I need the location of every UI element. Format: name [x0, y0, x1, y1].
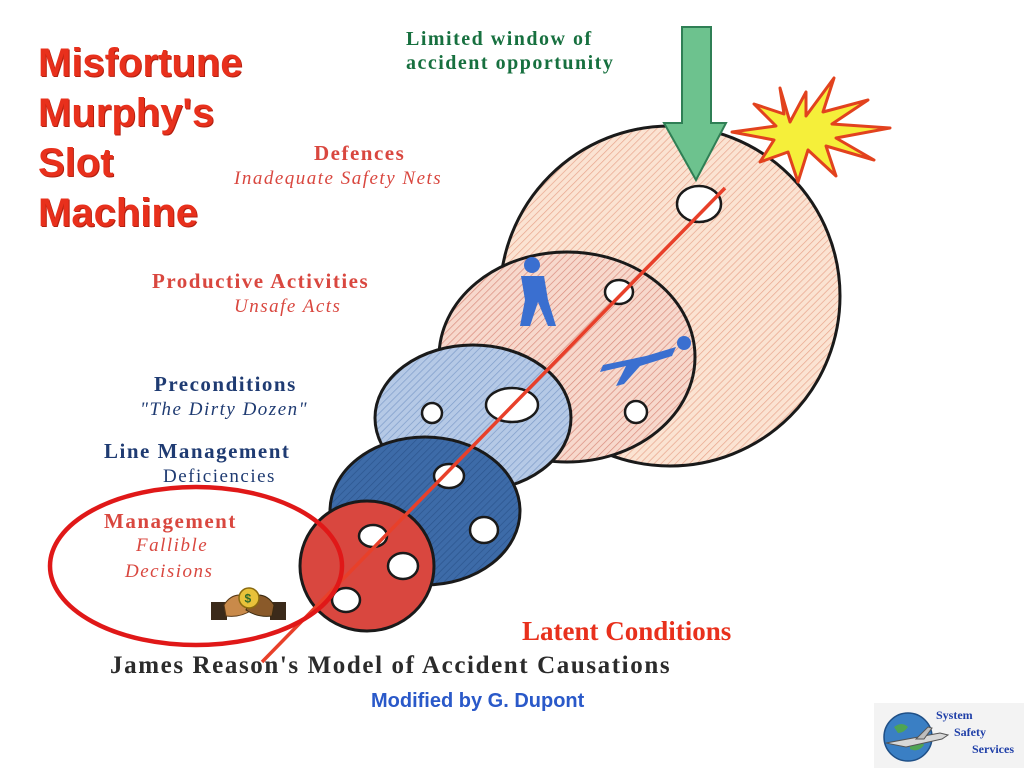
layer-subtitle-line-management: Deficiencies	[163, 466, 276, 487]
hole	[675, 184, 723, 224]
layer-heading-productive: Productive Activities	[152, 269, 370, 293]
management-highlight-ring	[47, 484, 345, 648]
hole	[420, 401, 444, 425]
logo-text-line-2: Safety	[954, 725, 986, 739]
globe-airplane-icon	[883, 712, 950, 762]
latent-conditions-label: Latent Conditions	[522, 616, 732, 646]
layer-subtitle-management-line-2: Decisions	[125, 561, 214, 582]
layer-disc-management	[298, 499, 436, 633]
hole	[330, 586, 362, 614]
limited-window-arrow-icon	[662, 26, 728, 183]
hole	[432, 462, 466, 490]
hole	[603, 278, 635, 306]
layer-heading-defences: Defences	[314, 141, 406, 165]
hands-money-icon: $	[211, 587, 286, 620]
logo-text-line-3: Services	[972, 742, 1014, 756]
falling-worker-icon	[600, 336, 691, 386]
title-line-4: Machine	[38, 191, 199, 235]
hole	[468, 515, 500, 545]
explosion-burst-icon	[730, 76, 892, 184]
layer-subtitle-productive: Unsafe Acts	[234, 296, 342, 317]
window-label-line-2: accident opportunity	[406, 52, 615, 74]
standing-worker-icon	[520, 257, 556, 326]
title-line-2: Murphy's	[38, 91, 215, 135]
title-line-1: Misfortune	[38, 41, 243, 85]
layer-subtitle-preconditions: "The Dirty Dozen"	[140, 399, 309, 420]
layer-heading-management: Management	[104, 509, 237, 533]
title-line-3: Slot	[38, 141, 114, 185]
layer-subtitle-management-line-1: Fallible	[136, 535, 209, 556]
system-safety-services-logo: System Safety Services	[874, 703, 1024, 768]
window-label-line-1: Limited window of	[406, 28, 593, 50]
model-title: James Reason's Model of Accident Causati…	[110, 652, 672, 679]
modified-by-label: Modified by G. Dupont	[371, 690, 585, 712]
logo-text-line-1: System	[936, 708, 973, 722]
hole	[623, 399, 649, 425]
hole	[386, 551, 420, 581]
layer-heading-line-management: Line Management	[104, 439, 291, 463]
layer-subtitle-defences: Inadequate Safety Nets	[234, 168, 443, 189]
svg-text:$: $	[245, 592, 252, 606]
layer-heading-preconditions: Preconditions	[154, 372, 297, 396]
